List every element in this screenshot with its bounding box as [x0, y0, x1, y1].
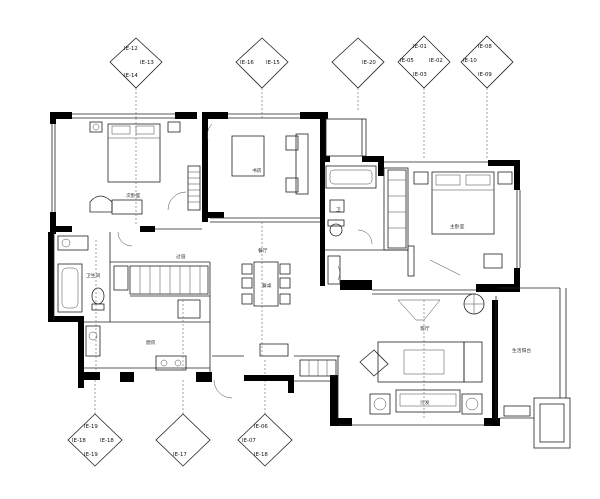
door-swings [117, 123, 373, 399]
marker-label: IE-08 [478, 44, 492, 50]
dining-furniture [241, 261, 291, 357]
marker-label: IE-18 [72, 438, 86, 444]
room-label-secondary-bedroom: 次卧室 [126, 192, 141, 199]
room-label-study: 书房 [252, 167, 262, 174]
room-label-balcony: 生活阳台 [512, 347, 531, 354]
walls [48, 112, 520, 426]
elevation-marker-ie17: IE-17 [155, 380, 211, 467]
marker-label: IE-06 [254, 424, 268, 430]
room-label-kitchen: 厨房 [146, 339, 156, 346]
marker-label: IE-07 [242, 438, 256, 444]
marker-label: IE-03 [413, 72, 427, 78]
dining-table-label: 餐桌 [262, 282, 272, 289]
master-bedroom-furniture [407, 171, 513, 277]
marker-label: IE-15 [266, 60, 280, 66]
room-label-dining: 餐厅 [258, 247, 268, 254]
marker-label: IE-02 [429, 58, 443, 64]
room-label-living: 客厅 [420, 325, 430, 332]
living-room-furniture [299, 293, 531, 417]
elevation-marker-ie01-05: IE-01 IE-02 IE-05 IE-03 [397, 35, 451, 160]
grid-axes [95, 118, 425, 418]
marker-label: IE-05 [400, 58, 414, 64]
marker-label: IE-17 [173, 452, 187, 458]
outlines [51, 113, 571, 449]
marker-label: IE-13 [140, 60, 154, 66]
kitchen-fixtures [85, 265, 209, 371]
bathroom-fixtures [57, 235, 129, 313]
secondary-bedroom-furniture [89, 121, 201, 215]
elevation-marker-ie08-10: IE-08 IE-10 IE-09 [460, 35, 514, 160]
elevation-marker-ie16-15: IE-16 IE-15 [235, 37, 289, 118]
study-furniture [231, 133, 309, 195]
marker-label: IE-01 [413, 44, 427, 50]
marker-label: IE-16 [240, 60, 254, 66]
ensuite-fixtures [325, 165, 407, 285]
room-label-ensuite: 卫 [336, 207, 341, 213]
marker-label: IE-20 [362, 60, 376, 66]
elevation-marker-ie12-14: IE-12 IE-13 IE-14 [109, 37, 163, 118]
room-label-bathroom: 卫生间 [86, 272, 101, 279]
marker-label: IE-19 [84, 424, 98, 430]
marker-label: IE-10 [463, 58, 477, 64]
marker-label: IE-18 [254, 452, 268, 458]
room-label-master-bedroom: 主卧室 [450, 223, 465, 230]
elevation-marker-ie19-18: IE-19 IE-18 IE-18 IE-19 [67, 380, 123, 467]
elevation-marker-ie06-07: IE-06 IE-07 IE-18 [237, 360, 293, 467]
room-label-corridor: 过道 [176, 253, 186, 260]
elevation-marker-ie20: IE-20 [331, 37, 385, 112]
marker-label: IE-12 [124, 46, 138, 52]
marker-label: IE-09 [478, 72, 492, 78]
marker-label: IE-19 [84, 452, 98, 458]
sofa-label: 沙发 [420, 399, 430, 406]
marker-label: IE-18 [100, 438, 114, 444]
marker-label: IE-14 [124, 73, 138, 79]
